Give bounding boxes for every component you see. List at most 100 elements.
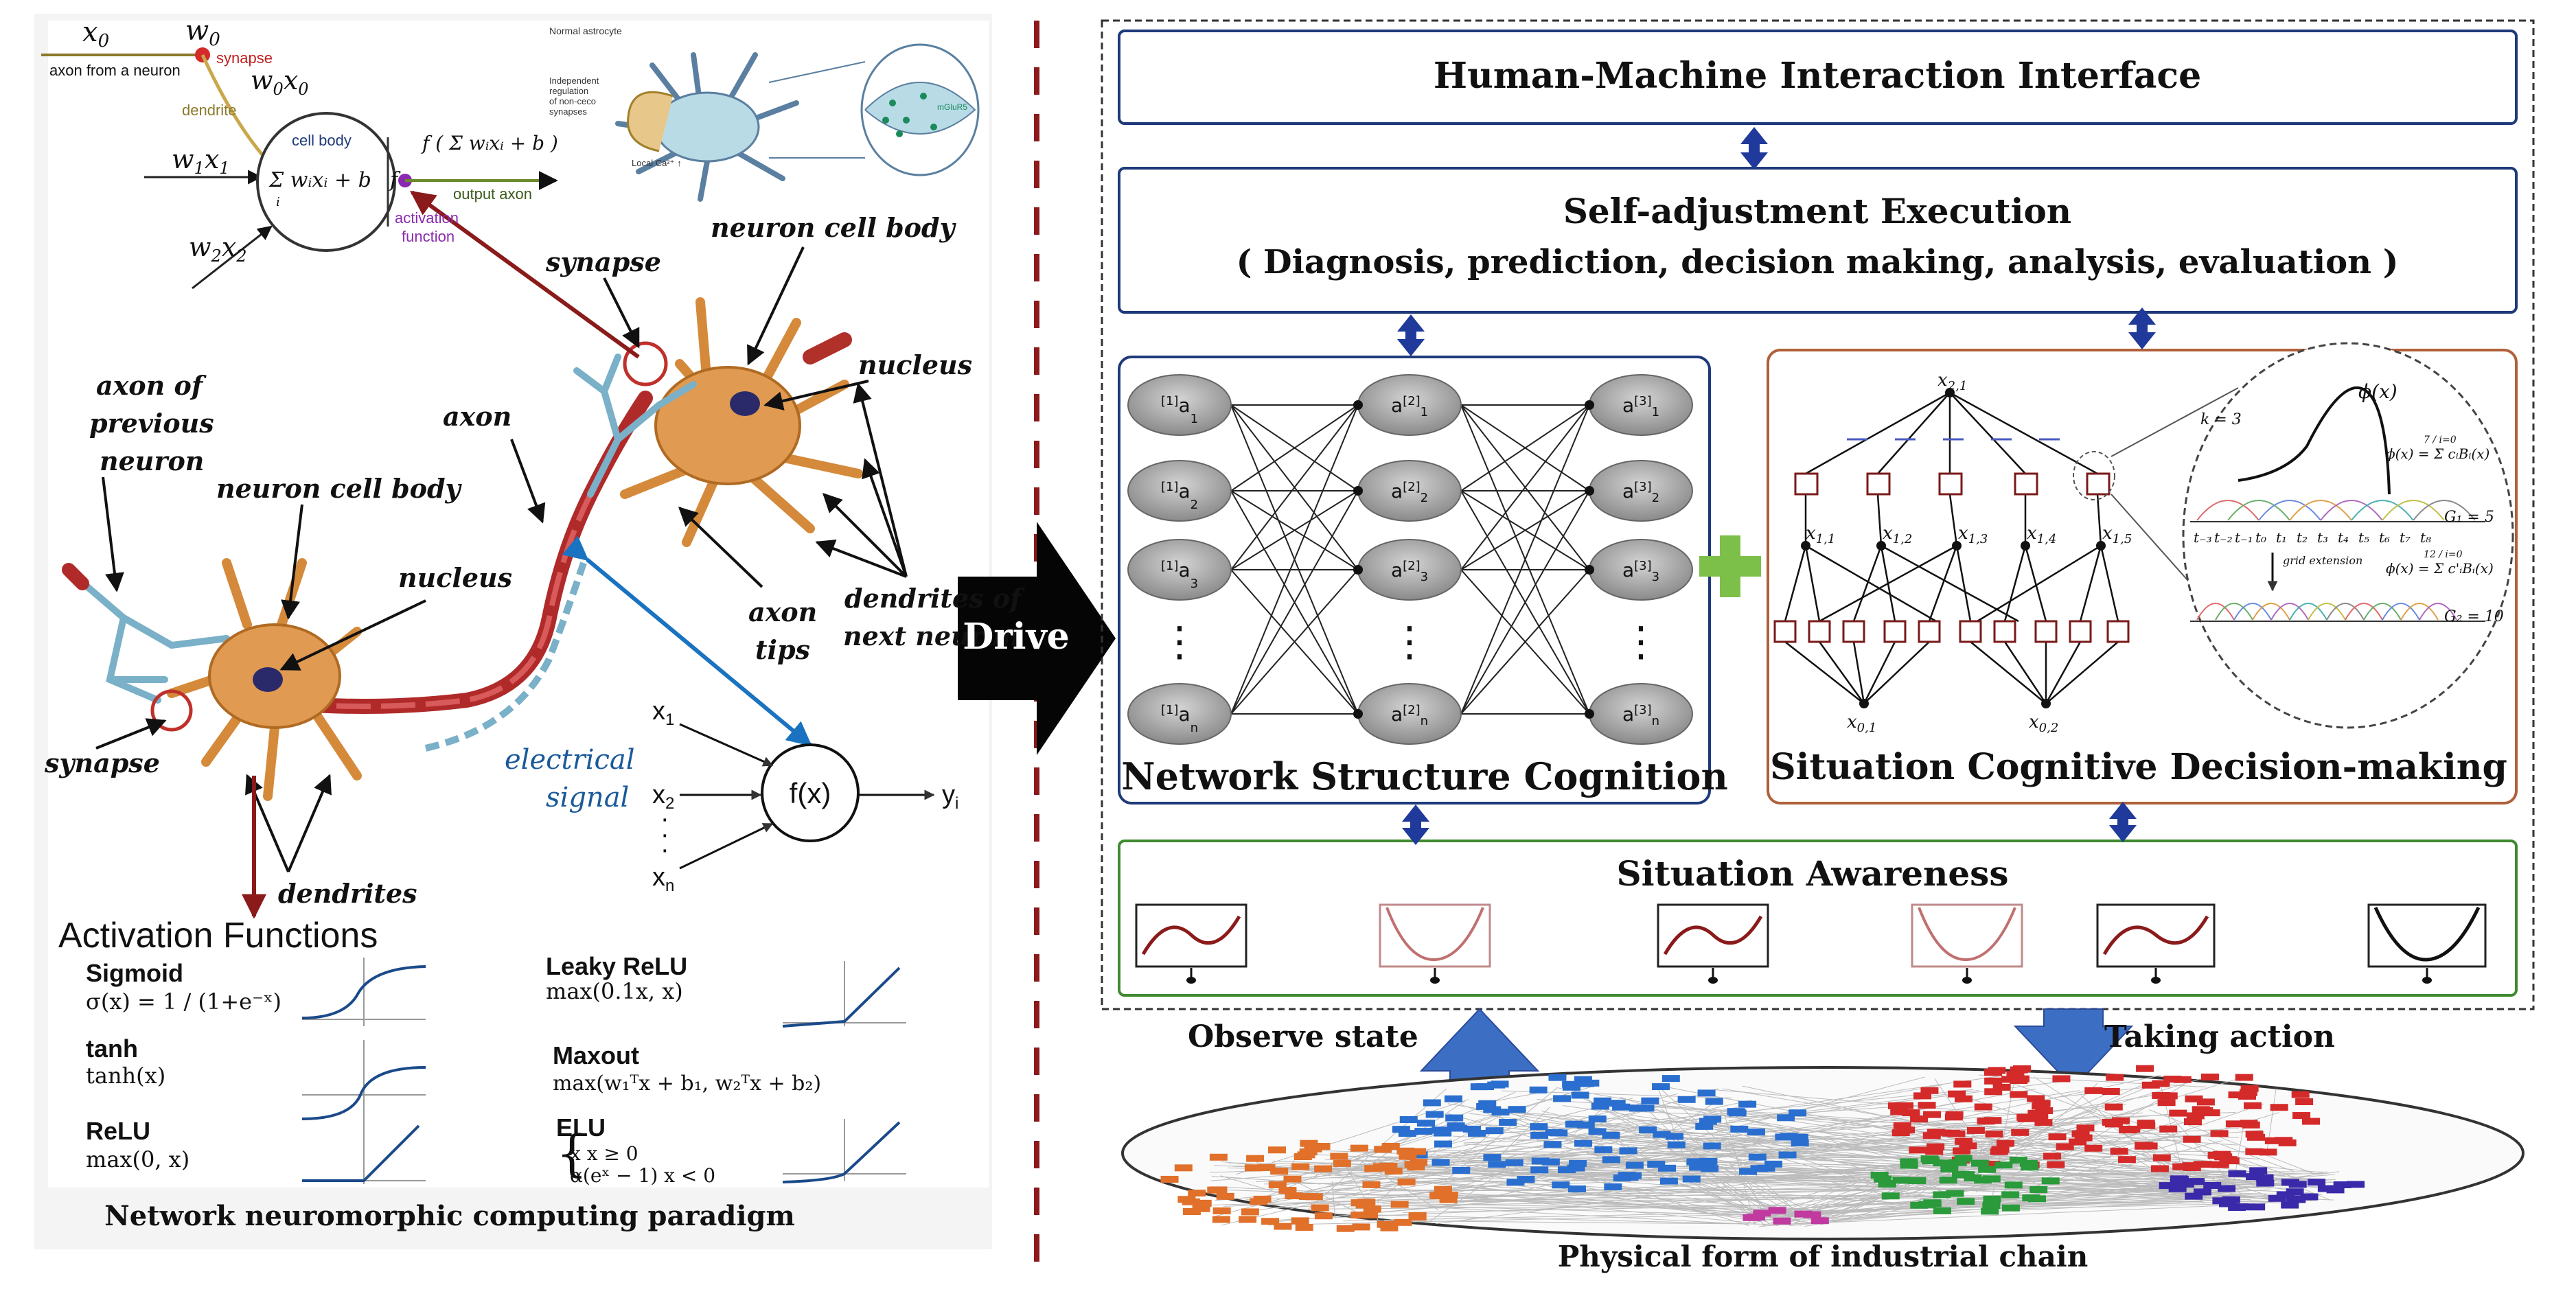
chain-edge bbox=[2208, 1139, 2295, 1172]
chain-node bbox=[1417, 1120, 1436, 1127]
chain-node bbox=[1940, 1165, 1959, 1172]
perceptron-diagram bbox=[41, 47, 558, 290]
chain-edge bbox=[1819, 1176, 2014, 1225]
chain-node bbox=[2110, 1148, 2128, 1155]
neuron-cell-body-left-label: neuron cell body bbox=[216, 473, 463, 504]
nn-node bbox=[1127, 539, 1232, 601]
chain-node bbox=[2135, 1142, 2153, 1149]
chain-node bbox=[1688, 1158, 1706, 1166]
neural-network: [1]a1[1]a2[1]a3[1]an⋮a[2]1a[2]2a[2]3a[2]… bbox=[1127, 374, 1693, 745]
chain-node bbox=[1360, 1211, 1379, 1218]
chain-node bbox=[1160, 1175, 1179, 1183]
chain-node bbox=[2006, 1070, 2025, 1078]
chain-node bbox=[2317, 1185, 2336, 1192]
kan-t-label: t₃ bbox=[2317, 529, 2328, 546]
synapses-label: synapses bbox=[549, 106, 587, 117]
kan-tree bbox=[1773, 342, 2514, 729]
kan-nodes bbox=[1801, 388, 2106, 708]
chain-node bbox=[1425, 1111, 1444, 1118]
chain-node bbox=[1953, 1080, 1972, 1088]
chain-node bbox=[1445, 1114, 1464, 1122]
chain-edge bbox=[1347, 1185, 1757, 1224]
chain-edge bbox=[1794, 1118, 2200, 1220]
nn-node-label: [1]a2 bbox=[1161, 480, 1198, 512]
chain-node bbox=[1594, 1146, 1613, 1153]
elu-name: ELU bbox=[556, 1113, 606, 1142]
chain-node bbox=[1508, 1106, 1526, 1113]
hmi-self-adjust-arrow bbox=[1740, 127, 1768, 170]
chain-node bbox=[1257, 1164, 1276, 1171]
chain-node bbox=[1362, 1181, 1381, 1188]
chain-node bbox=[1483, 1154, 1502, 1161]
spline-g2 bbox=[2326, 603, 2365, 621]
nn-connection bbox=[1230, 404, 1359, 491]
left-panel bbox=[34, 14, 992, 1249]
chain-node bbox=[1212, 1216, 1230, 1223]
elu-formula-2: α(eˣ − 1) x < 0 bbox=[570, 1164, 715, 1187]
scd-sa-arrow bbox=[2109, 802, 2137, 842]
chain-node bbox=[1764, 1160, 1783, 1168]
nn-node bbox=[1127, 374, 1232, 436]
chain-node bbox=[1900, 1158, 1918, 1166]
chain-node bbox=[1283, 1175, 1302, 1183]
axon-from-neuron-label: axon from a neuron bbox=[49, 62, 181, 79]
chain-node bbox=[1268, 1181, 1287, 1189]
chain-edge bbox=[1795, 1203, 2266, 1225]
chain-node bbox=[1750, 1165, 1769, 1172]
taking-action-arrow bbox=[2013, 1008, 2134, 1089]
chain-node bbox=[2084, 1087, 2103, 1094]
fx-diagram bbox=[679, 723, 935, 870]
chain-edge bbox=[1369, 1188, 2216, 1192]
kan-x14-label: x1,4 bbox=[2027, 523, 2056, 546]
spline-g2 bbox=[2252, 603, 2290, 621]
chain-node bbox=[2048, 1133, 2067, 1141]
chain-node bbox=[1954, 1155, 1973, 1162]
left-caption: Network neuromorphic computing paradigm bbox=[104, 1200, 795, 1232]
synapse-top-label: synapse bbox=[545, 246, 661, 277]
chain-node bbox=[2047, 1161, 2065, 1168]
chain-node bbox=[1216, 1192, 1234, 1200]
fx-dots-2: · bbox=[660, 820, 669, 849]
chain-node bbox=[1571, 1091, 1589, 1099]
chain-node bbox=[1300, 1139, 1318, 1147]
chain-node bbox=[1212, 1207, 1231, 1214]
kan-top-boxes bbox=[1794, 472, 2111, 496]
chain-node bbox=[2268, 1194, 2286, 1202]
chain-node bbox=[2193, 1161, 2211, 1168]
chain-node bbox=[1530, 1166, 1549, 1174]
fx-node bbox=[761, 743, 860, 842]
chain-edge bbox=[1304, 1149, 1634, 1163]
chain-node bbox=[2032, 1100, 2051, 1107]
chain-node bbox=[1569, 1159, 1587, 1167]
chain-node bbox=[1982, 1160, 2001, 1168]
chain-node bbox=[1659, 1177, 1678, 1185]
kan-phi-label: ϕ(x) bbox=[2358, 380, 2397, 403]
awareness-plot-5 bbox=[2096, 903, 2216, 984]
nn-connection bbox=[1230, 404, 1359, 715]
chain-node bbox=[1352, 1223, 1370, 1231]
chain-edge bbox=[1715, 1089, 2038, 1117]
nn-node-label: a[2]3 bbox=[1391, 559, 1428, 584]
sum-subscript: i bbox=[276, 195, 280, 209]
chain-node bbox=[1748, 1153, 1767, 1161]
chain-node bbox=[1396, 1147, 1415, 1155]
axon-of-label: axon of bbox=[96, 370, 207, 401]
chain-node bbox=[2240, 1085, 2259, 1092]
spline-basis-curves bbox=[2196, 500, 2476, 621]
sigmoid-name: Sigmoid bbox=[86, 959, 183, 987]
nn-connection bbox=[1230, 404, 1359, 570]
chain-node bbox=[1410, 1159, 1428, 1166]
maxout-formula: max(w₁ᵀx + b₁, w₂ᵀx + b₂) bbox=[553, 1072, 821, 1096]
physical-form-label: Physical form of industrial chain bbox=[1558, 1240, 2089, 1273]
self-adjust-nsc-arrow bbox=[1397, 314, 1425, 356]
chain-node bbox=[2281, 1201, 2299, 1209]
chain-edge bbox=[1721, 1155, 2225, 1163]
chain-node bbox=[2009, 1157, 2027, 1164]
function-label: function bbox=[402, 228, 455, 245]
chain-node bbox=[1923, 1200, 1942, 1207]
fx-x1-label: x1 bbox=[652, 697, 674, 729]
left-panel-inner bbox=[48, 21, 989, 1188]
chain-node bbox=[1900, 1161, 1918, 1169]
chain-edge bbox=[1276, 1157, 2165, 1209]
